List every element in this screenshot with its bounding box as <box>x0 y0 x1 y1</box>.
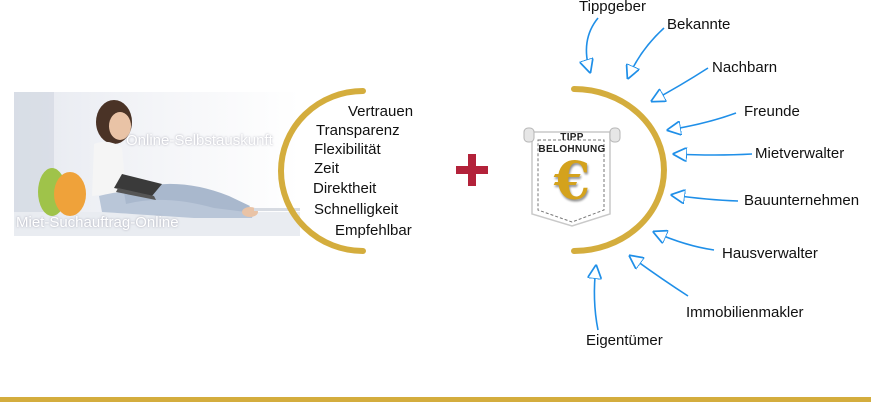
source-label-bekannte: Bekannte <box>667 16 731 33</box>
arrow-bekannte <box>628 27 665 78</box>
woman-laptop-illustration <box>14 92 300 236</box>
arrow-freunde <box>668 112 737 130</box>
source-label-hausverwalter: Hausverwalter <box>722 245 818 262</box>
badge-line1: TIPP <box>560 132 584 143</box>
values-arc <box>278 88 366 254</box>
source-label-freunde: Freunde <box>744 103 800 120</box>
footer-divider <box>0 397 871 402</box>
arrow-nachbarn <box>652 67 709 101</box>
source-label-eigentuemer: Eigentümer <box>586 332 663 349</box>
reward-badge <box>523 127 621 227</box>
source-label-immobilienmakler: Immobilienmakler <box>686 304 804 321</box>
arrow-mietverwalter <box>674 154 753 155</box>
arrow-immobilienmakler <box>630 256 689 297</box>
arrow-eigentuemer <box>594 266 598 331</box>
source-label-tippgeber: Tippgeber <box>579 0 646 15</box>
photo-caption-bottom: Miet-Suchauftrag-Online <box>16 214 179 231</box>
value-item: Vertrauen <box>348 103 414 120</box>
badge-line2: BELOHNUNG <box>538 144 606 155</box>
plus-icon <box>456 154 488 186</box>
value-item: Flexibilität <box>314 141 381 158</box>
arrow-bauunternehmen <box>672 195 739 201</box>
photo-caption-top: Online-Selbstauskunft <box>126 132 273 149</box>
euro-icon: € <box>553 151 591 212</box>
badge-arc <box>571 86 667 254</box>
source-label-nachbarn: Nachbarn <box>712 59 778 76</box>
value-item: Schnelligkeit <box>314 201 399 218</box>
value-item: Transparenz <box>316 122 400 139</box>
source-label-bauunternehmen: Bauunternehmen <box>744 192 860 209</box>
hero-photo: Online-Selbstauskunft Miet-Suchauftrag-O… <box>14 92 300 236</box>
value-item: Direktheit <box>313 180 377 197</box>
source-label-mietverwalter: Mietverwalter <box>755 145 845 162</box>
value-item: Zeit <box>314 160 340 177</box>
value-item: Empfehlbar <box>335 222 412 239</box>
arrow-hausverwalter <box>654 232 715 251</box>
arrow-tippgeber <box>586 17 599 72</box>
